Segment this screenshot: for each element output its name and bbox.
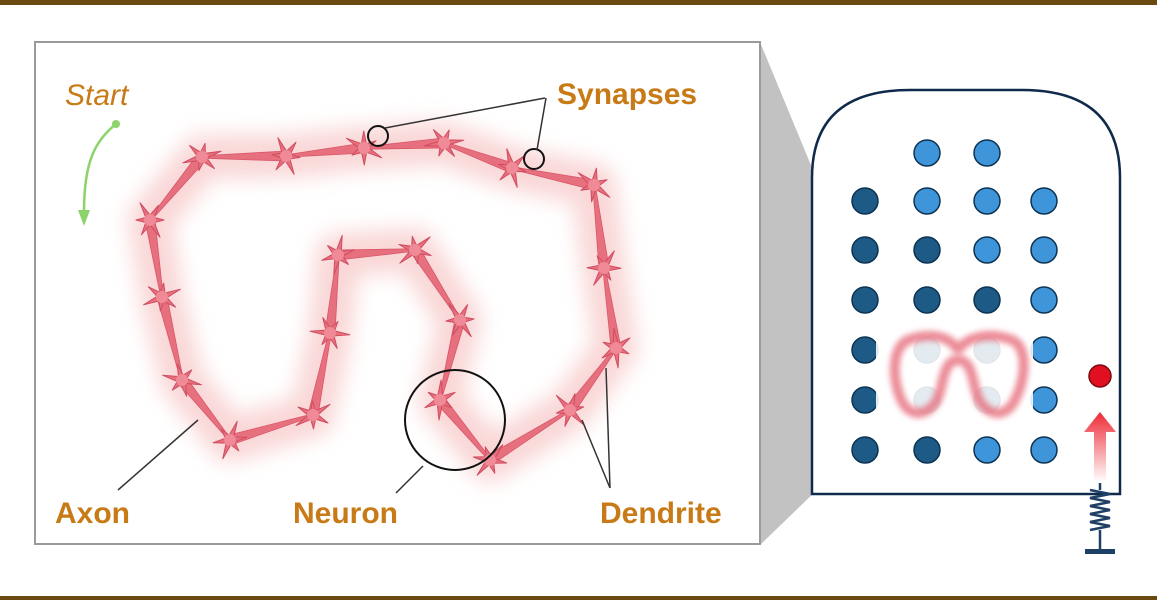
neuron-cell: [445, 302, 475, 338]
dendrite-leader-1: [605, 367, 611, 489]
dendrite-leader-2: [581, 419, 611, 489]
place-cell-dot: [851, 187, 879, 215]
place-cell-dot: [1030, 286, 1058, 314]
place-cell-dot: [973, 139, 1001, 167]
synapses-leader-2: [536, 97, 547, 151]
neuron-cell: [182, 142, 222, 172]
spring-icon: [1085, 483, 1115, 554]
magnified-inset: [876, 321, 1033, 432]
place-cell-dot: [1030, 436, 1058, 464]
neuron-cell: [398, 235, 432, 265]
dendrite-label: Dendrite: [600, 497, 722, 530]
up-arrow-icon: [1084, 412, 1116, 482]
place-cell-dot: [851, 336, 879, 364]
neuron-cell: [143, 282, 181, 312]
start-arrow: [78, 120, 120, 226]
place-cell-dot: [973, 436, 1001, 464]
place-cell-dot: [973, 236, 1001, 264]
neuron-cell: [212, 420, 248, 460]
neuron-cell: [309, 317, 351, 349]
place-cell-dot: [1030, 187, 1058, 215]
neuron-cell: [135, 202, 165, 238]
neuron-cell: [555, 393, 585, 427]
neuron-cell: [424, 379, 456, 421]
neuron-cell: [321, 234, 355, 276]
start-label: Start: [65, 79, 130, 112]
neuron-cells: [135, 129, 631, 476]
place-cell-dot: [1030, 386, 1058, 414]
place-cell-dot: [851, 386, 879, 414]
neuron-cell: [601, 327, 631, 369]
synapses-label: Synapses: [557, 78, 697, 111]
place-cell-dot: [913, 436, 941, 464]
neuron-cell: [586, 250, 622, 286]
neuron-cell: [295, 400, 331, 430]
neuron-cell: [423, 129, 465, 157]
place-cell-dot: [913, 139, 941, 167]
place-cell-dot: [851, 436, 879, 464]
axon-leader: [117, 419, 199, 491]
place-cell-dot: [913, 286, 941, 314]
neuron-cell: [162, 363, 202, 397]
neuron-cell: [346, 130, 382, 166]
place-cell-dot: [913, 236, 941, 264]
place-cell-dot: [973, 187, 1001, 215]
neuron-cell: [577, 167, 611, 203]
synapse-marker-1: [367, 125, 389, 147]
neuron-highlight-circle: [404, 369, 506, 471]
bottom-border-bar: [0, 596, 1157, 600]
active-place-cell: [1088, 364, 1112, 388]
synapses-leader-1: [384, 97, 546, 129]
neuron-label: Neuron: [293, 497, 398, 530]
top-border-bar: [0, 0, 1157, 5]
neuron-leader: [395, 465, 424, 494]
place-cell-dot: [851, 286, 879, 314]
place-cell-dot: [913, 187, 941, 215]
axon-label: Axon: [55, 497, 130, 530]
place-cell-dot: [851, 236, 879, 264]
neuron-cell: [472, 444, 508, 476]
neuron-cell: [271, 137, 301, 175]
place-cell-dot: [973, 286, 1001, 314]
synapse-marker-2: [523, 148, 545, 170]
place-cell-dot: [1030, 236, 1058, 264]
place-cell-dot: [1030, 336, 1058, 364]
